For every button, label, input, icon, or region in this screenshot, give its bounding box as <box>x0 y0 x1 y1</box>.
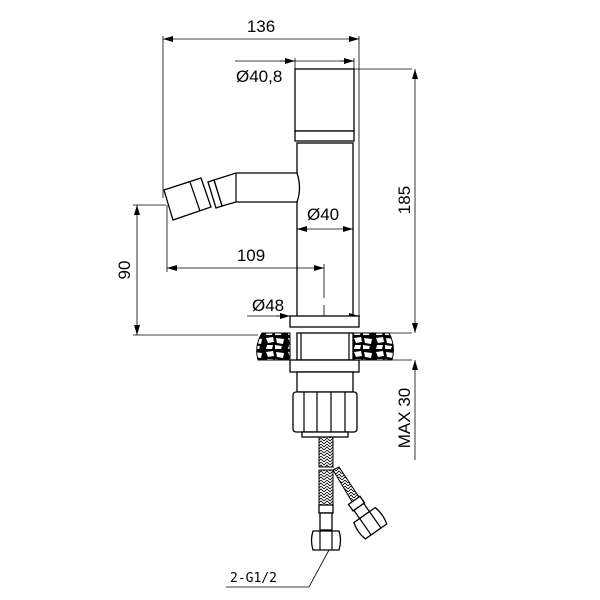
dim-136-label: 136 <box>247 17 275 36</box>
hex-nut-left <box>310 530 342 551</box>
supply-hoses <box>310 436 388 551</box>
hex-nut-right <box>347 495 388 540</box>
mounting-nut <box>292 391 358 438</box>
dim-max30-label: MAX 30 <box>395 388 414 448</box>
connection-label: 2-G1/2 <box>230 571 277 586</box>
handle <box>294 68 355 142</box>
countertop <box>256 332 412 361</box>
dimension-spout-height: 90 <box>115 204 258 336</box>
spout-nozzle <box>163 177 212 221</box>
faucet-body <box>296 142 354 318</box>
dimension-overall-width: 136 <box>162 17 360 316</box>
dimension-max-thickness: MAX 30 <box>395 360 418 460</box>
dim-40-label: Ø40 <box>307 205 339 224</box>
dimension-handle-diameter: Ø40,8 <box>235 58 355 86</box>
connection-leader: 2-G1/2 <box>226 549 330 588</box>
base-flange <box>289 315 360 328</box>
dim-48-label: Ø48 <box>252 296 284 315</box>
dim-40-8-label: Ø40,8 <box>236 67 282 86</box>
dim-185-label: 185 <box>395 186 414 214</box>
dimension-body-diameter: Ø40 <box>297 205 353 232</box>
dimension-overall-height: 185 <box>354 68 418 333</box>
dim-109-label: 109 <box>237 246 265 265</box>
spout <box>163 172 301 221</box>
mounting-shank <box>289 332 360 393</box>
dim-90-label: 90 <box>115 261 134 280</box>
